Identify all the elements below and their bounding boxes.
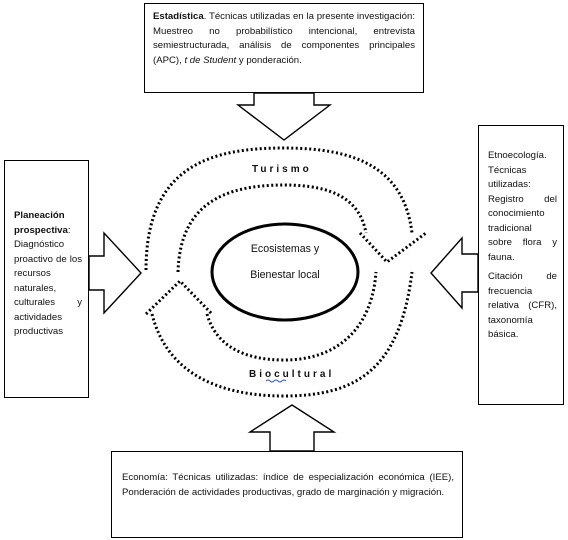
economy-box: Economía: Técnicas utilizadas: índice de… xyxy=(111,451,463,538)
center-label: Ecosistemas y Bienestar local xyxy=(211,223,359,323)
prospective-planning-title: Planeación prospectiva xyxy=(14,210,68,236)
arrow-from-right xyxy=(430,236,479,310)
arrow-from-left xyxy=(88,231,142,315)
ring-top-outer xyxy=(144,146,414,271)
ring-bottom-outer xyxy=(150,271,414,398)
statistics-italic: t de Student xyxy=(184,54,237,66)
ring-top-arrowhead xyxy=(358,231,427,265)
ethnoecology-box: Etnoecología. Técnicas utilizadas: Regis… xyxy=(478,125,564,405)
spellcheck-underline xyxy=(265,379,287,383)
statistics-box: Estadística. Técnicas utilizadas en la p… xyxy=(144,3,424,93)
ring-top-inner xyxy=(176,183,368,273)
center-label-line-1: Ecosistemas y xyxy=(250,243,320,255)
arrow-from-top xyxy=(235,92,333,141)
arrow-from-bottom xyxy=(247,404,337,452)
ring-label-turismo: Turismo xyxy=(252,164,312,175)
center-ellipse xyxy=(210,222,360,322)
ethnoecology-paragraph-1: Etnoecología. Técnicas utilizadas: Regis… xyxy=(488,150,557,263)
prospective-planning-box: Planeación prospectiva: Diagnóstico proa… xyxy=(4,160,89,398)
center-label-line-2: Bienestar local xyxy=(250,269,320,281)
prospective-planning-text: : Diagnóstico proactivo de los recursos … xyxy=(14,224,82,338)
economy-text: Economía: Técnicas utilizadas: índice de… xyxy=(122,472,454,498)
ethnoecology-paragraph-2: Citación de frecuencia relativa (CFR), t… xyxy=(488,271,557,340)
statistics-text: . Técnicas utilizadas en la presente inv… xyxy=(153,11,415,66)
statistics-title: Estadística xyxy=(153,11,204,22)
statistics-text-end: y ponderación. xyxy=(236,54,302,66)
ring-bottom-arrowhead xyxy=(144,278,214,316)
ring-label-biocultural: Biocultural xyxy=(249,369,335,380)
